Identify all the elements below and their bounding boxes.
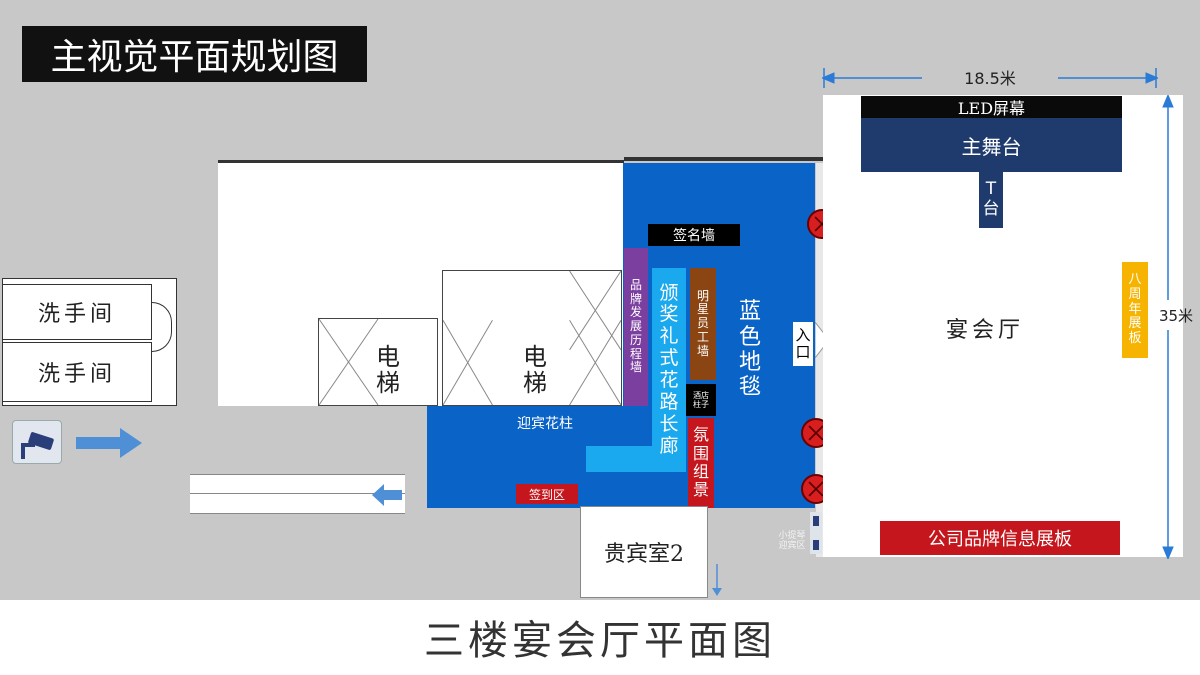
camera-icon: [21, 432, 54, 459]
passage-stripe: [190, 494, 405, 514]
wall: [218, 160, 624, 163]
blue-carpet-label: 蓝 色 地 毯: [732, 290, 768, 410]
runway-char: 台: [982, 199, 1000, 219]
awards-char: 长: [659, 412, 679, 435]
runway-char: T: [985, 179, 997, 200]
entrance-door-icon[interactable]: [814, 320, 830, 360]
star-staff-char: 星: [696, 302, 709, 317]
brand-history-wall: 品 牌 发 展 历 程 墙: [624, 248, 648, 406]
brand-history-char: 品: [629, 277, 642, 292]
restroom-1: 洗手间: [2, 284, 152, 340]
star-staff-char: 明: [696, 288, 709, 303]
anniversary-char: 展: [1128, 316, 1142, 332]
awards-char: 颁: [659, 281, 679, 304]
elevator-label-1: 电 梯: [368, 340, 408, 400]
awards-char: 礼: [659, 325, 679, 348]
cross-icon: [808, 481, 824, 497]
elevator-cross-icon: [442, 270, 622, 406]
down-arrow-icon: [712, 564, 722, 596]
star-staff-char: 员: [696, 316, 709, 331]
person-icon: [813, 516, 819, 550]
welcome-flower-label: 迎宾花柱: [517, 416, 573, 432]
brand-history-char: 牌: [629, 291, 642, 306]
width-dimension-label: 18.5米: [964, 69, 1016, 88]
entrance-label: 入 口: [793, 322, 813, 366]
door-icon: [814, 320, 830, 360]
hotel-pillar: 酒店 柱子: [686, 384, 716, 416]
welcome-stand-icon: [810, 512, 822, 554]
brand-history-char: 历: [629, 332, 642, 347]
elevator-shaft-2: [442, 270, 622, 406]
atmosphere-char: 组: [692, 462, 709, 481]
page-title: 主视觉平面规划图: [22, 26, 367, 82]
elevator-label-2: 电 梯: [515, 340, 555, 400]
brand-history-char: 程: [629, 346, 642, 361]
runway: T 台: [979, 172, 1003, 228]
brand-history-char: 发: [629, 305, 642, 320]
elevator-cross-icon: [318, 318, 379, 406]
checkin-area: 签到区: [516, 484, 578, 504]
arrow-left-icon: [372, 484, 402, 506]
anniversary-char: 年: [1128, 301, 1142, 317]
anniversary-char: 板: [1128, 331, 1142, 347]
cross-icon: [808, 425, 824, 441]
atmosphere-char: 景: [692, 480, 709, 500]
brand-info-board: 公司品牌信息展板: [880, 521, 1120, 555]
small-welcome-area: 小提琴 迎宾区: [770, 526, 814, 556]
wall: [624, 157, 824, 161]
awards-char: 路: [659, 390, 679, 413]
restroom-2: 洗手间: [2, 342, 152, 402]
elevator-char: 电: [523, 342, 547, 371]
passage-stripe: [190, 474, 405, 494]
carpet-char: 毯: [738, 375, 761, 401]
led-screen: LED屏幕: [861, 96, 1122, 118]
awards-char: 花: [659, 369, 679, 391]
brand-history-char: 展: [629, 319, 642, 334]
small-welcome-label: 小提琴: [778, 530, 806, 541]
camera-sign: [12, 420, 62, 464]
elevator-shaft-1: [318, 318, 438, 406]
elevator-char: 梯: [523, 369, 547, 397]
carpet-char: 蓝: [738, 299, 761, 325]
floor-plan-caption: 三楼宴会厅平面图: [424, 618, 776, 664]
entrance-char: 口: [795, 343, 811, 361]
anniversary-char: 八: [1128, 271, 1142, 287]
atmosphere-char: 围: [692, 443, 709, 463]
star-staff-char: 墙: [696, 343, 709, 358]
height-dimension-arrow: [1162, 95, 1174, 559]
anniversary-board: 八 周 年 展 板: [1122, 262, 1148, 358]
carpet-char: 色: [738, 324, 761, 350]
small-welcome-label: 迎宾区: [778, 541, 806, 551]
arrow-right-icon: [76, 428, 142, 458]
pillar-label: 柱子: [693, 400, 709, 409]
awards-char: 奖: [659, 303, 679, 326]
star-staff-char: 工: [696, 329, 709, 344]
elevator-char: 梯: [376, 369, 400, 397]
awards-char: 廊: [659, 434, 679, 457]
pillar-label: 酒店: [693, 390, 709, 400]
carpet-char: 地: [738, 350, 761, 375]
height-dimension-label: 35米: [1158, 306, 1194, 325]
entrance-char: 入: [795, 325, 811, 344]
anniversary-char: 周: [1128, 286, 1142, 302]
width-dimension-arrow: [822, 68, 1158, 88]
atmosphere-set: 氛 围 组 景: [688, 418, 714, 508]
star-staff-wall: 明 星 员 工 墙: [690, 268, 716, 380]
signature-wall: 签名墙: [648, 224, 740, 246]
main-stage: 主舞台: [861, 118, 1122, 172]
hall-wall-left: [816, 163, 824, 557]
banquet-hall-label: 宴会厅: [945, 318, 1024, 343]
awards-corridor: 颁 奖 礼 式 花 路 长 廊: [652, 268, 686, 472]
vip-room: 贵宾室2: [580, 506, 708, 598]
elevator-char: 电: [376, 342, 400, 371]
awards-char: 式: [659, 347, 679, 370]
brand-history-char: 墙: [629, 360, 642, 375]
atmosphere-char: 氛: [692, 425, 709, 445]
